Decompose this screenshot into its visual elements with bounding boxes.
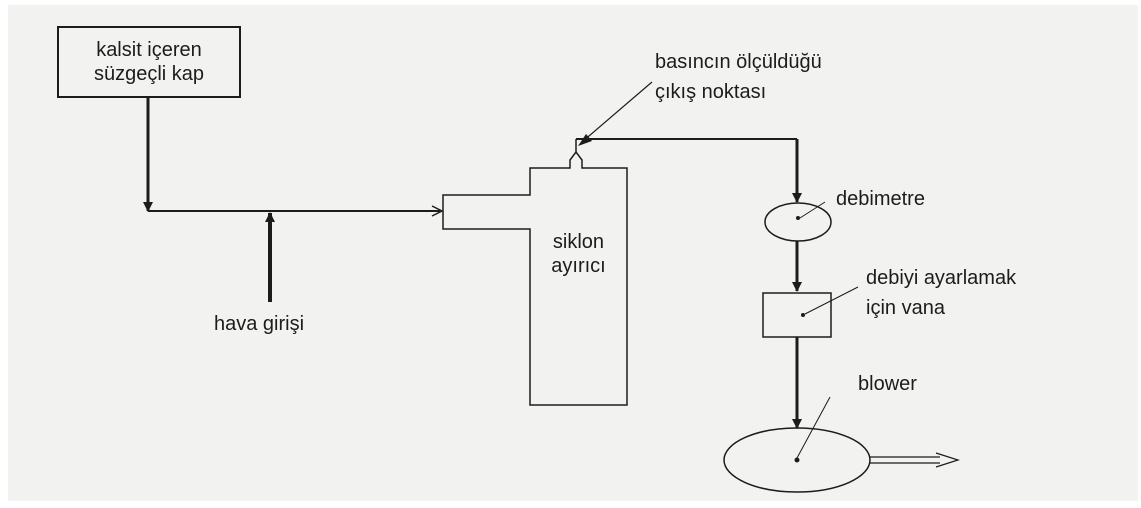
blower: [723, 427, 871, 493]
valve-label-line2: için vana: [866, 297, 945, 319]
container-label-line1: kalsit içeren: [96, 39, 202, 61]
blower-label: blower: [858, 373, 917, 395]
cyclone-label-line2: ayırıcı: [551, 255, 606, 277]
pressure-point-label-line1: basıncın ölçüldüğü: [655, 51, 822, 73]
diagram-background: [8, 5, 1138, 501]
blower-pointer: [796, 396, 831, 459]
valve-dot: [801, 313, 805, 317]
flowmeter-pointer: [799, 201, 826, 219]
blower-exhaust-arrow: [935, 452, 960, 468]
cyclone-label: siklon ayırıcı: [530, 230, 627, 278]
container-label-line2: süzgeçli kap: [93, 63, 205, 85]
pressure-point-label: basıncın ölçüldüğü çıkış noktası: [655, 50, 822, 104]
pressure-point-pointer-tip: [578, 134, 592, 146]
blower-dot: [794, 457, 800, 463]
container-label: kalsit içeren süzgeçli kap: [58, 38, 240, 86]
cyclone-separator: [442, 150, 628, 406]
pressure-point-label-line2: çıkış noktası: [655, 81, 767, 103]
valve-pointer: [804, 286, 859, 315]
pressure-point-pointer: [581, 81, 653, 143]
air-inlet-label: hava girişi: [214, 313, 305, 335]
flow-control-valve: [762, 292, 832, 338]
main-feed-arrow: [431, 205, 444, 217]
valve-label: debiyi ayarlamak için vana: [866, 266, 1016, 320]
flowmeter: [764, 202, 832, 242]
cyclone-label-line1: siklon: [552, 231, 605, 253]
flowmeter-label: debimetre: [836, 188, 925, 210]
valve-label-line1: debiyi ayarlamak: [866, 267, 1017, 289]
flowmeter-dot: [796, 216, 800, 220]
